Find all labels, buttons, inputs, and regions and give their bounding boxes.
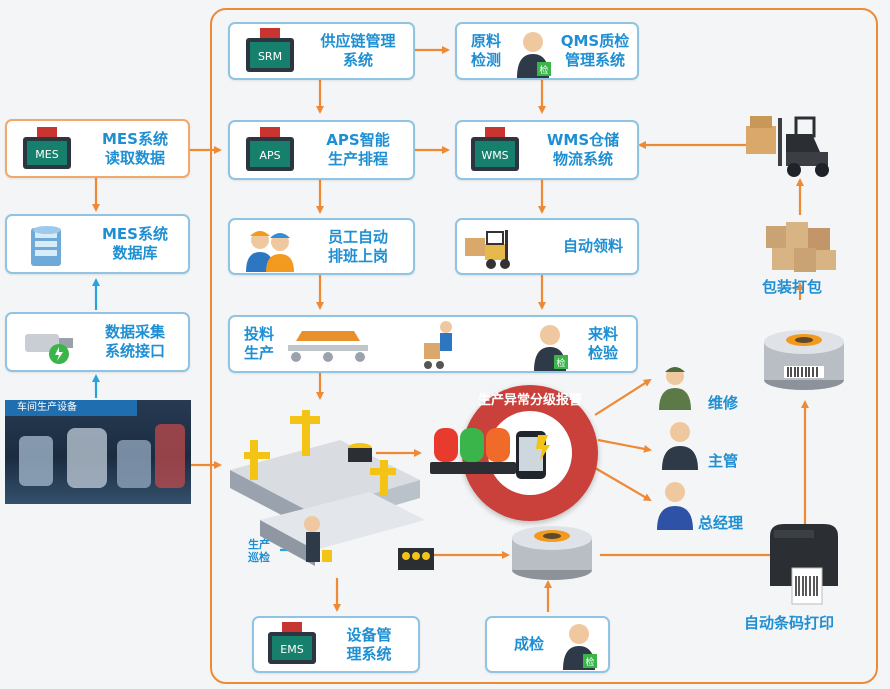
- worker-cart-icon: [424, 321, 452, 369]
- workers-icon: [246, 231, 294, 272]
- final-check-box[interactable]: 成检 检: [485, 616, 610, 673]
- aps-monitor-icon: APS: [246, 127, 294, 171]
- data-collect-label: 数据采集 系统接口: [104, 323, 165, 360]
- production-line-illustration: [230, 410, 434, 570]
- svg-text:检: 检: [556, 357, 565, 369]
- mes-db-box[interactable]: MES系统 数据库: [5, 214, 190, 274]
- phone-alert-icon: [516, 431, 550, 479]
- mes-monitor-icon: MES: [23, 127, 71, 169]
- mes-read-box[interactable]: MES MES系统 读取数据: [5, 119, 190, 178]
- barcode-printer-icon: [770, 524, 838, 605]
- general-manager-icon: [657, 482, 693, 530]
- ems-label: 设备管 理系统: [346, 625, 392, 663]
- repair-label: 维修: [708, 394, 739, 412]
- barcode-print-label: 自动条码打印: [744, 614, 835, 632]
- warning-lights-icon: [430, 428, 516, 474]
- wms-label: WMS仓储 物流系统: [546, 131, 620, 168]
- robot-shape: [155, 424, 185, 488]
- svg-text:WMS: WMS: [481, 149, 508, 162]
- srm-box[interactable]: SRM 供应链管理 系统: [228, 22, 415, 80]
- alarm-label: 生产异常分级报警: [477, 393, 582, 408]
- ems-box[interactable]: EMS 设备管 理系统: [252, 616, 420, 673]
- rfid-reader-icon: [512, 526, 592, 580]
- robot-shape: [19, 436, 53, 486]
- svg-text:检: 检: [585, 656, 594, 668]
- feed-box[interactable]: 投料 生产 检 来料 检验: [228, 315, 638, 373]
- aps-box[interactable]: APS APS智能 生产排程: [228, 120, 415, 180]
- network-plug-icon: [25, 334, 73, 364]
- staff-label: 员工自动 排班上岗: [327, 227, 388, 265]
- alarm-circle: [462, 385, 598, 521]
- svg-text:SRM: SRM: [258, 50, 282, 63]
- mes-db-label: MES系统 数据库: [102, 225, 168, 262]
- staff-box[interactable]: 员工自动 排班上岗: [228, 218, 415, 275]
- inspector-icon: 检: [517, 32, 551, 78]
- inspector-icon: 检: [563, 624, 597, 670]
- repair-worker-icon: [659, 367, 691, 410]
- qms-label: QMS质检 管理系统: [560, 32, 630, 69]
- workshop-photo: 车间生产设备: [5, 400, 191, 504]
- forklift-icon: [465, 230, 510, 269]
- svg-text:APS: APS: [259, 149, 280, 162]
- ems-monitor-icon: EMS: [268, 622, 316, 664]
- wms-monitor-icon: WMS: [471, 127, 519, 171]
- robot-shape: [67, 428, 107, 488]
- inspector-icon: 检: [534, 325, 568, 371]
- svg-text:EMS: EMS: [280, 643, 303, 656]
- robot-shape: [117, 440, 151, 488]
- manager-label: 主管: [708, 452, 739, 470]
- mes-read-label: MES系统 读取数据: [102, 129, 168, 167]
- svg-text:检: 检: [539, 64, 548, 76]
- auto-pick-label: 自动领料: [562, 237, 623, 255]
- wms-box[interactable]: WMS WMS仓储 物流系统: [455, 120, 639, 180]
- auto-pick-box[interactable]: 自动领料: [455, 218, 639, 275]
- srm-label: 供应链管理 系统: [320, 32, 396, 69]
- database-icon: [31, 226, 61, 266]
- gm-label: 总经理: [698, 514, 744, 532]
- forklift-icon: [746, 116, 829, 177]
- qms-box[interactable]: 原料 检测 检 QMS质检 管理系统: [455, 22, 639, 80]
- incoming-label: 来料 检验: [587, 325, 618, 362]
- packing-label: 包装打包: [762, 278, 823, 296]
- aps-label: APS智能 生产排程: [326, 131, 390, 168]
- process-frame: [210, 8, 878, 684]
- svg-text:MES: MES: [35, 148, 58, 161]
- feed-label: 投料 生产: [243, 325, 274, 362]
- rfid-reader-barcode-icon: [764, 330, 844, 390]
- final-check-label: 成检: [513, 635, 544, 653]
- manager-icon: [662, 422, 698, 470]
- conveyor-icon: [288, 331, 368, 362]
- raw-check-label: 原料 检测: [470, 32, 501, 69]
- patrol-label: 生产 巡检: [248, 538, 270, 564]
- cartons-icon: [766, 222, 836, 272]
- data-collect-box[interactable]: 数据采集 系统接口: [5, 312, 190, 372]
- srm-monitor-icon: SRM: [246, 28, 294, 72]
- workshop-title-bar: 车间生产设备: [5, 400, 137, 416]
